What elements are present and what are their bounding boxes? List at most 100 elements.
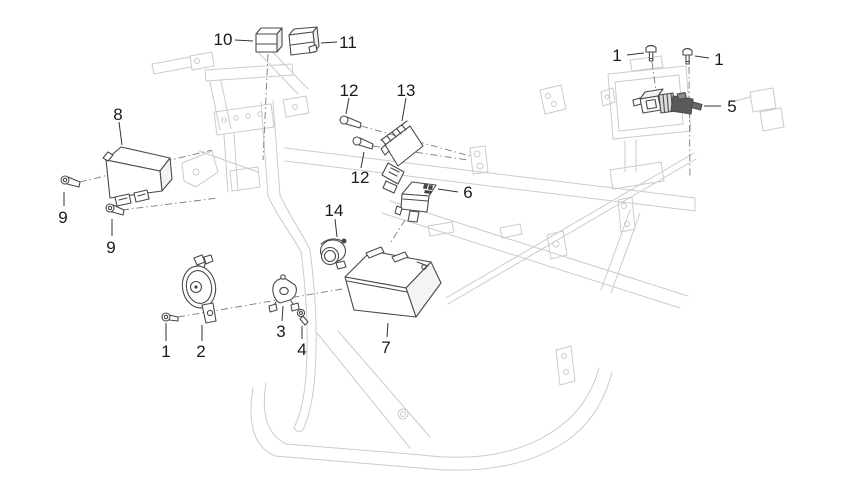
connector6-front: [400, 193, 430, 213]
horn-tabs: [193, 254, 214, 266]
callout-label-9-upper: 9: [58, 208, 67, 227]
horn-bracket-hole: [206, 309, 214, 317]
clamp14-bolt: [341, 238, 347, 244]
screw4-shaft: [299, 315, 309, 326]
screw9a-center: [62, 177, 68, 183]
part-1-screw-left: [645, 44, 657, 62]
callout-label-5: 5: [727, 97, 736, 116]
connector6-pins: [423, 184, 433, 194]
part-12-screw-upper: [339, 115, 362, 129]
part-8-control-unit: [102, 146, 173, 207]
callout-label-13: 13: [397, 81, 416, 100]
frame-front-section: [151, 46, 317, 433]
part-12-screw-lower: [352, 136, 374, 150]
battery-front: [344, 276, 417, 318]
callout-label-1-topleft: 1: [612, 46, 621, 65]
bracket3-hole: [279, 286, 289, 296]
ecu-pins: [118, 193, 146, 201]
frame-artwork: [151, 46, 785, 471]
screw1c-center: [163, 314, 169, 320]
module13-lower-lines: [388, 167, 400, 177]
screw4-head: [296, 308, 306, 318]
part-13-regulator-module: [380, 120, 424, 194]
sensor5-plug-front: [639, 95, 662, 114]
callout-label-11: 11: [339, 33, 357, 52]
ecu-front: [105, 159, 163, 199]
module13-connector: [382, 180, 398, 194]
screw12a-head: [339, 115, 349, 125]
callout-label-1-bottom: 1: [161, 342, 170, 361]
battery-terminal-line: [416, 261, 429, 267]
callout-label-14: 14: [325, 201, 344, 220]
screw1a-head: [645, 44, 657, 53]
part-9-screw-lower: [105, 203, 125, 216]
part-6-connector: [394, 181, 437, 223]
projection-lines: [79, 53, 691, 318]
relay11-clip: [308, 44, 318, 54]
connector6-line: [402, 198, 429, 202]
module13-tab: [380, 144, 390, 156]
callout-label-10: 10: [214, 30, 233, 49]
part-11-relay: [288, 26, 320, 56]
relay10-front: [255, 33, 278, 53]
screw12b-head: [352, 136, 362, 146]
screw4-center: [298, 310, 304, 316]
part-5-sensor: [632, 88, 703, 115]
part-4-screw: [296, 308, 309, 326]
ecu-tab: [102, 151, 114, 162]
callout-label-12-lower: 12: [351, 168, 370, 187]
callout-label-8: 8: [113, 105, 122, 124]
parts-layer: [60, 26, 703, 326]
screw9b-center: [107, 205, 113, 211]
clamp14-inner: [323, 249, 337, 263]
battery-front-line: [346, 280, 408, 293]
callout-label-4: 4: [297, 340, 306, 359]
leader-line-path: [63, 39, 721, 341]
leader-lines: [63, 39, 721, 341]
screw1b-head: [682, 47, 693, 56]
module13-ribs: [380, 120, 408, 146]
screw1c-head: [161, 312, 171, 322]
module13-face: [384, 125, 424, 167]
horn-ring: [185, 270, 213, 304]
part-14-clamp: [319, 238, 347, 270]
part-10-relay: [255, 27, 283, 53]
callout-label-7: 7: [381, 338, 390, 357]
connector6-foot: [407, 210, 420, 223]
projection-line-path: [79, 53, 691, 318]
frame-beams-right: [284, 55, 785, 309]
connector6-tab: [394, 205, 403, 216]
bracket3-bolt: [280, 274, 286, 280]
part-3-bracket: [268, 274, 300, 313]
part-1-screw-horn: [161, 312, 179, 322]
battery-tab-2: [391, 251, 409, 263]
screw1b-shaft: [685, 54, 690, 65]
screw9b-head: [105, 203, 115, 213]
frame-holes: [192, 58, 630, 420]
callout-label-9-lower: 9: [106, 238, 115, 257]
screw1a-shaft: [648, 51, 654, 62]
sensor5-tip: [690, 101, 703, 111]
callout-label-2: 2: [196, 342, 205, 361]
part-7-battery: [344, 246, 442, 318]
relay11-detail: [290, 41, 314, 46]
part-1-screw-right: [682, 47, 693, 65]
bracket3-pads: [268, 302, 300, 313]
sensor5-clip: [676, 91, 688, 101]
horn-center: [194, 285, 198, 289]
ecu-connector-2: [133, 189, 150, 203]
battery-tab-1: [365, 246, 385, 259]
clamp14-tab: [335, 260, 347, 270]
callout-label-12-upper: 12: [340, 81, 359, 100]
callout-label-3: 3: [276, 322, 285, 341]
callout-label-1-topright: 1: [714, 50, 723, 69]
sensor5-wing: [632, 97, 642, 107]
ecu-connector-1: [114, 193, 132, 207]
callout-label-6: 6: [463, 183, 472, 202]
part-2-horn: [181, 254, 217, 324]
sensor5-plug-inner: [645, 98, 658, 110]
part-9-screw-upper: [60, 175, 81, 188]
screw9a-head: [60, 175, 70, 185]
